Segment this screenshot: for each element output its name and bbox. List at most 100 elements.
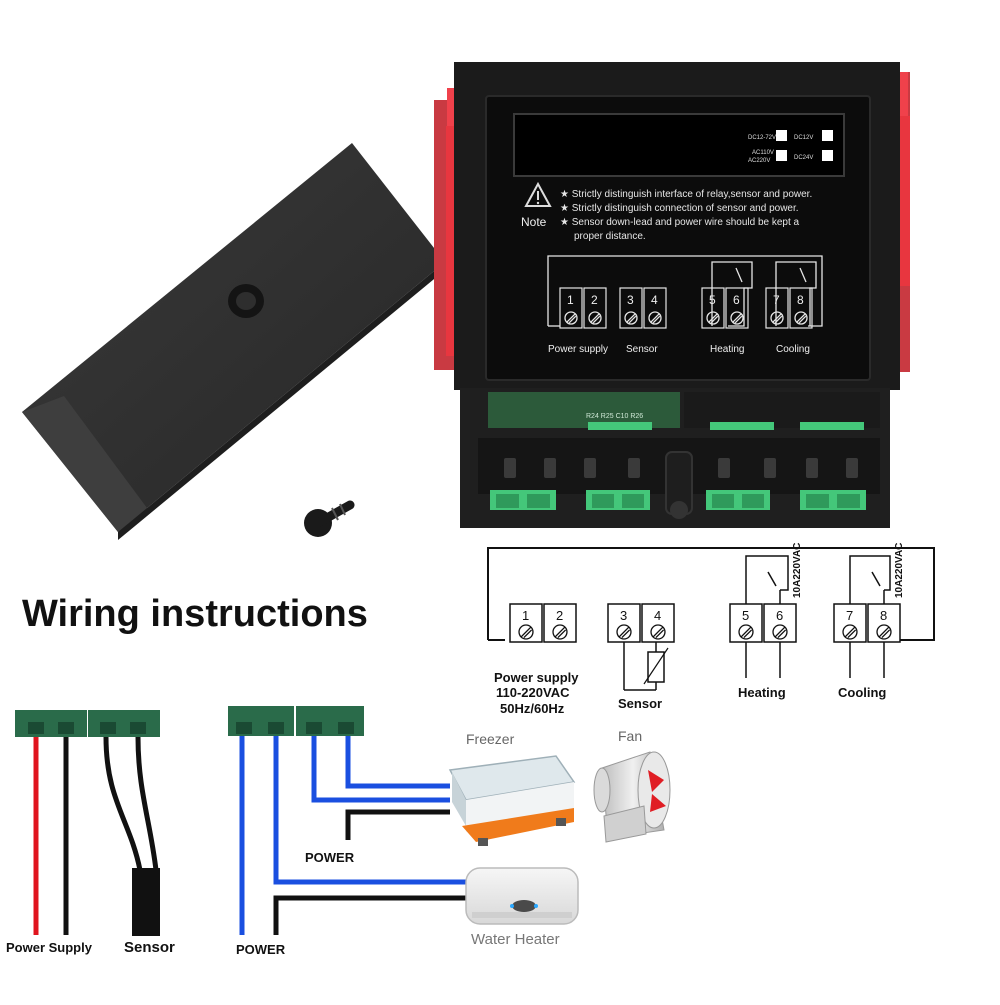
label-power-mid: POWER <box>305 850 355 865</box>
voltage-option: AC110V <box>752 150 774 156</box>
schematic-heating-label: Heating <box>738 685 786 700</box>
label-power-supply: Power Supply <box>6 940 93 955</box>
relay-rating: 10A220VAC <box>894 543 905 598</box>
vent-slot <box>544 458 556 478</box>
schematic-terminal-number: 8 <box>880 608 887 623</box>
panel-terminal <box>765 287 789 329</box>
heater-display-icon <box>512 900 536 912</box>
label-freezer: Freezer <box>466 731 515 747</box>
heater-wire-black <box>273 895 470 935</box>
screw-terminal-icon <box>624 311 638 325</box>
panel-terminal-diagram <box>547 255 823 327</box>
note-line: ★ Strictly distinguish connection of sen… <box>560 203 799 214</box>
schematic-terminal-number: 1 <box>522 608 529 623</box>
schematic-sensor-label: Sensor <box>618 696 662 711</box>
schematic-terminal <box>543 603 577 643</box>
note-line: ★ Strictly distinguish interface of rela… <box>560 189 812 200</box>
connectors <box>15 706 364 737</box>
schematic-terminal-number: 3 <box>620 608 627 623</box>
note-line: proper distance. <box>574 231 646 242</box>
screw-terminal-icon <box>730 311 744 325</box>
note-label: Note <box>521 215 547 229</box>
panel-terminal <box>701 287 725 329</box>
panel-terminal-number: 4 <box>651 293 658 307</box>
schematic-terminal-number: 4 <box>654 608 661 623</box>
voltage-option: DC24V <box>794 155 813 161</box>
schematic-terminal-number: 5 <box>742 608 749 623</box>
schematic-terminal-number: 7 <box>846 608 853 623</box>
pcb-marking: R24 R25 C10 R26 <box>586 413 643 420</box>
screw-terminal-icon <box>650 624 666 640</box>
page-title: Wiring instructions <box>22 593 368 635</box>
panel-terminal-number: 6 <box>733 293 740 307</box>
vent-slot <box>584 458 596 478</box>
panel-terminal <box>725 287 749 329</box>
panel-terminals: 1 2 3 4 5 6 7 8 <box>559 287 813 329</box>
voltage-option: AC220V <box>748 158 770 164</box>
schematic-terminal-number: 6 <box>776 608 783 623</box>
controller-unit: R24 R25 C10 R26 DC12-72V DC12V AC110V AC… <box>434 62 910 528</box>
schematic-cooling-label: Cooling <box>838 685 886 700</box>
schematic-terminal-number: 2 <box>556 608 563 623</box>
freezer-image: Freezer <box>448 731 576 846</box>
panel-terminal-number: 8 <box>797 293 804 307</box>
mounting-bracket <box>22 143 445 540</box>
panel-label-cooling: Cooling <box>776 344 810 355</box>
fan-blade-icon <box>648 770 666 812</box>
screw-terminal-icon <box>564 311 578 325</box>
panel-terminal <box>619 287 643 329</box>
panel-terminal-number: 2 <box>591 293 598 307</box>
screw-terminal-icon <box>772 624 788 640</box>
screw-terminal-icon <box>876 624 892 640</box>
freezer-wire-blue <box>311 736 450 803</box>
screw-terminal-icon <box>588 311 602 325</box>
screw-terminal-icon <box>648 311 662 325</box>
terminal-schematic: 1 2 3 4 5 6 7 8 10A220VAC 10A220VAC Power suppl… <box>487 543 935 716</box>
screw-terminal-icon <box>738 624 754 640</box>
label-water-heater: Water Heater <box>471 931 560 948</box>
screw-terminal-icon <box>616 624 632 640</box>
voltage-option: DC12-72V <box>748 135 776 141</box>
wires <box>33 736 470 936</box>
screw <box>304 500 355 537</box>
screw-terminal-icon <box>552 624 568 640</box>
panel-terminal <box>789 287 813 329</box>
screw-terminal-icon <box>518 624 534 640</box>
vent-slot <box>718 458 730 478</box>
heater-wire-blue <box>273 736 470 885</box>
panel-terminal-number: 5 <box>709 293 716 307</box>
vent-slot <box>504 458 516 478</box>
screw-terminal-icon <box>706 311 720 325</box>
schematic-terminals: 1 2 3 4 5 6 7 8 <box>509 603 901 643</box>
panel-terminal <box>643 287 667 329</box>
panel-terminal-number: 7 <box>773 293 780 307</box>
vent-slot <box>806 458 818 478</box>
voltage-option: DC12V <box>794 135 813 141</box>
screw-terminal-icon <box>770 311 784 325</box>
screw-terminal-icon <box>794 311 808 325</box>
vent-slots <box>504 458 858 478</box>
fan-image: Fan <box>593 728 671 843</box>
panel-terminal-number: 1 <box>567 293 574 307</box>
warning-icon <box>524 181 552 207</box>
water-heater-image: Water Heater <box>465 867 579 948</box>
relay-rating: 10A220VAC <box>792 543 803 598</box>
panel-label-power: Power supply <box>548 344 608 355</box>
vent-slot <box>764 458 776 478</box>
panel-terminal <box>559 287 583 329</box>
label-fan: Fan <box>618 728 642 744</box>
label-sensor: Sensor <box>124 939 175 956</box>
terminal-blocks <box>490 490 866 510</box>
schematic-power-frequency: 50Hz/60Hz <box>500 701 565 716</box>
sensor-connector <box>88 710 160 737</box>
screw-terminal-icon <box>842 624 858 640</box>
label-power-bottom: POWER <box>236 942 286 957</box>
display-window <box>513 113 845 177</box>
sensor-probe <box>132 868 160 936</box>
freezer-wire-black <box>345 809 450 840</box>
panel-terminal-number: 3 <box>627 293 634 307</box>
vent-slot <box>628 458 640 478</box>
schematic-power-label: Power supply <box>494 670 579 685</box>
panel-terminal <box>583 287 607 329</box>
